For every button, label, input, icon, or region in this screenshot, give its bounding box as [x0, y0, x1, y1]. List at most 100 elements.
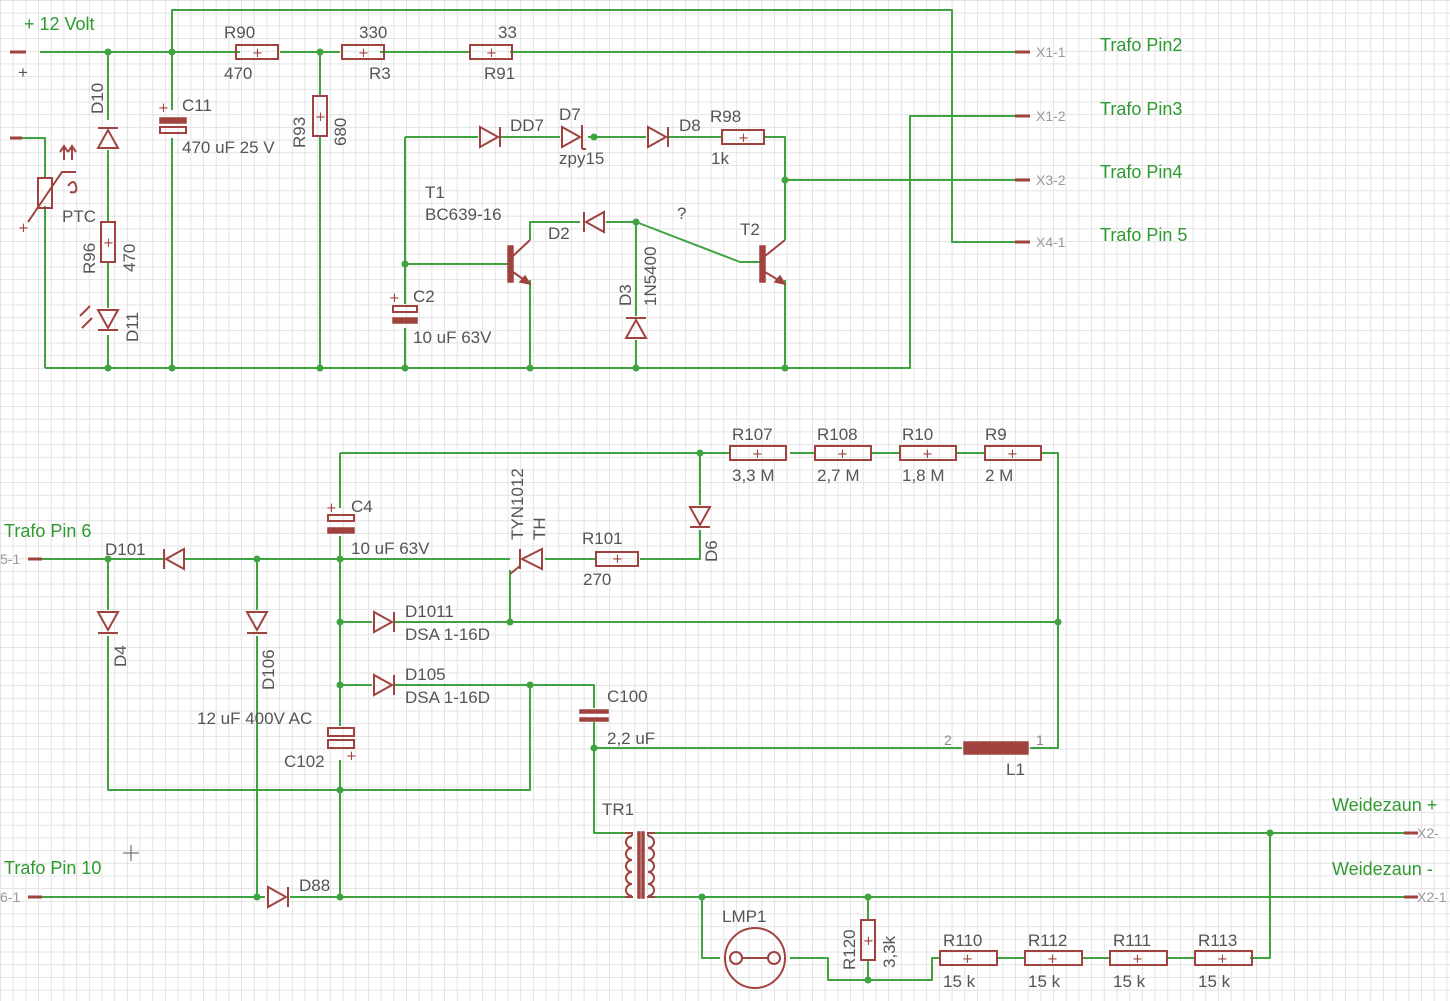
svg-text:+: +: [1217, 952, 1228, 967]
c100-name: C100: [607, 687, 648, 706]
r111-resistor-symbol: [1109, 950, 1168, 966]
d6-diode-symbol: [688, 506, 712, 528]
d2-diode-symbol: [583, 210, 605, 234]
net-trafo-pin10: Trafo Pin 10: [4, 858, 101, 878]
crosshair-cursor-icon: [123, 845, 139, 861]
supply-plus-sign: +: [18, 63, 28, 82]
connector-x2-a: X2-: [1417, 825, 1439, 841]
r9-resistor-symbol: [984, 445, 1042, 461]
c102-capacitor-symbol: [327, 727, 355, 749]
d6-name: D6: [702, 540, 721, 562]
r98-value: 1k: [711, 149, 729, 168]
r101-name: R101: [582, 529, 623, 548]
d11-led-symbol: [79, 305, 120, 331]
d4-name: D4: [111, 645, 130, 667]
d88-name: D88: [299, 876, 330, 895]
r96-value: 470: [120, 244, 139, 272]
d4-diode-symbol: [96, 611, 120, 634]
component-symbols-lower: [96, 445, 1253, 989]
plus-marks: + + + + + + + + + + + + + + + + + + + + …: [18, 46, 1228, 967]
unknown-marker: ?: [677, 204, 686, 223]
svg-text:+: +: [389, 291, 400, 306]
connector-6-1: 6-1: [0, 889, 20, 905]
svg-text:+: +: [252, 46, 263, 61]
l1-name: L1: [1006, 760, 1025, 779]
dd7-name: DD7: [510, 116, 544, 135]
c11-name: C11: [182, 96, 212, 115]
r107-name: R107: [732, 425, 773, 444]
connector-5-1: 5-1: [0, 551, 20, 567]
c2-name: C2: [413, 287, 435, 306]
r3-resistor-symbol: [341, 44, 385, 60]
r108-value: 2,7 M: [817, 466, 860, 485]
svg-text:+: +: [1047, 952, 1058, 967]
svg-text:+: +: [1132, 952, 1143, 967]
d1011-diode-symbol: [373, 610, 395, 634]
svg-text:+: +: [752, 447, 763, 462]
r98-resistor-symbol: [721, 129, 765, 145]
r93-resistor-symbol: [312, 95, 328, 137]
r9-value: 2 M: [985, 466, 1013, 485]
c4-name: C4: [351, 497, 373, 516]
svg-text:+: +: [158, 101, 169, 116]
svg-text:+: +: [358, 46, 369, 61]
junction-dots: [104, 48, 1274, 984]
c11-value: 470 uF 25 V: [182, 138, 275, 157]
d10-name: D10: [88, 83, 107, 114]
connector-x1-2: X1-2: [1036, 108, 1066, 124]
d8-diode-symbol: [647, 125, 669, 149]
t1-value: BC639-16: [425, 205, 502, 224]
r10-name: R10: [902, 425, 933, 444]
r107-resistor-symbol: [729, 445, 787, 461]
d101-diode-symbol: [163, 547, 185, 571]
d2-name: D2: [548, 224, 570, 243]
r9-name: R9: [985, 425, 1007, 444]
svg-text:+: +: [1007, 447, 1018, 462]
r108-resistor-symbol: [814, 445, 872, 461]
d3-name: D3: [616, 284, 635, 306]
svg-text:+: +: [863, 934, 874, 949]
c2-capacitor-symbol: [392, 305, 418, 324]
l1-pin1-label: 1: [1036, 732, 1044, 748]
t1-name: T1: [425, 183, 445, 202]
r3-value: 330: [359, 23, 387, 42]
r10-value: 1,8 M: [902, 466, 945, 485]
r91-resistor-symbol: [469, 44, 513, 60]
d7-value: zpy15: [559, 149, 604, 168]
r110-resistor-symbol: [939, 950, 998, 966]
d106-diode-symbol: [245, 611, 269, 634]
connector-x3-2: X3-2: [1036, 172, 1066, 188]
r10-resistor-symbol: [899, 445, 957, 461]
lmp1-name: LMP1: [722, 907, 766, 926]
d7-zener-symbol: [561, 125, 586, 150]
tr1-transformer-symbol: [625, 831, 655, 899]
svg-text:+: +: [18, 221, 29, 236]
d105-value: DSA 1-16D: [405, 688, 490, 707]
d101-name: D101: [105, 540, 146, 559]
d7-name: D7: [559, 105, 581, 124]
ptc-name: PTC: [62, 207, 96, 226]
connector-x1-1: X1-1: [1036, 44, 1066, 60]
r112-resistor-symbol: [1024, 950, 1083, 966]
svg-text:+: +: [315, 110, 326, 125]
d1011-name: D1011: [405, 602, 454, 621]
d8-name: D8: [679, 116, 701, 135]
c2-value: 10 uF 63V: [413, 328, 492, 347]
thyristor-value: TH: [530, 517, 549, 540]
r113-name: R113: [1198, 931, 1237, 950]
d105-diode-symbol: [373, 673, 395, 697]
svg-text:+: +: [326, 501, 337, 516]
svg-text:+: +: [922, 447, 933, 462]
d11-name: D11: [123, 312, 142, 342]
r101-value: 270: [583, 570, 611, 589]
svg-text:+: +: [837, 447, 848, 462]
d3-diode-symbol: [624, 317, 648, 339]
wires-upper: [20, 9, 1015, 369]
r113-resistor-symbol: [1194, 950, 1253, 966]
r120-name: R120: [840, 929, 859, 970]
supply-label: + 12 Volt: [24, 14, 95, 34]
component-symbols-upper: [27, 44, 787, 339]
tr1-name: TR1: [602, 800, 634, 819]
c4-capacitor-symbol: [327, 514, 355, 534]
